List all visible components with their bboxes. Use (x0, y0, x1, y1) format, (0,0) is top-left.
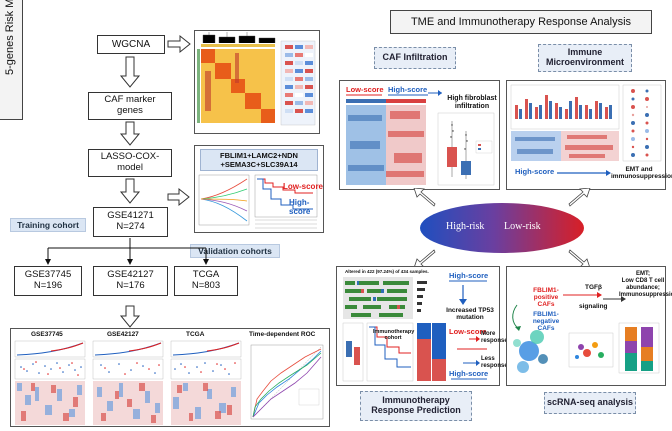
validation-title-gse42127: GSE42127 (107, 331, 139, 338)
immuno-high-score-label-2: High-score (449, 369, 489, 378)
fblim1-positive-label: FBLIM1-positive CAFs (533, 287, 559, 309)
scrna-graphic (512, 292, 660, 374)
immunotherapy-graphic (342, 277, 487, 382)
signaling-label: signaling (579, 303, 608, 310)
tp53-mutation-label: Increased TP53 mutation (446, 307, 494, 322)
gene-signature-box: FBLIM1+LAMC2+NDN +SEMA3C+SLC39A14 (200, 149, 318, 171)
cohort-tcga-box: TCGA N=803 (174, 266, 238, 296)
fblim1-negative-label: FBLIM1-negative CAFs (532, 311, 560, 333)
low-risk-label: Low-risk (504, 221, 541, 232)
risk-ellipse (420, 203, 584, 253)
scrna-analysis-title: scRNA-seq analysis (544, 392, 636, 414)
maf-title: Altered in 422 (97.24%) of 434 samples. (345, 269, 429, 274)
lasso-cox-box: LASSO-COX- model (88, 149, 172, 177)
gse41271-box: GSE41271 N=274 (93, 207, 168, 237)
training-cohort-label: Training cohort (10, 218, 86, 232)
caf-marker-genes-box: CAF marker genes (88, 92, 172, 120)
caf-infiltration-panel: Low-score High-score High fibroblast inf… (339, 80, 500, 190)
wgcna-box: WGCNA (97, 35, 165, 54)
right-arrow-icon (167, 34, 191, 207)
validation-title-tcga: TCGA (186, 331, 205, 338)
wgcna-heatmap-panel (194, 30, 320, 134)
immune-microenvironment-panel: High-score EMT and immunosuppression (506, 80, 672, 190)
validation-title-roc: Time-dependent ROC (249, 331, 316, 338)
down-arrow-icon (119, 56, 141, 328)
scrna-panel: FBLIM1-positive CAFs FBLIM1-negative CAF… (506, 266, 672, 386)
scrna-result-label: EMT; Low CD8 T cell abundance; Immunosup… (619, 271, 672, 298)
branch-lines (45, 238, 209, 265)
left-flow-arrows (45, 34, 209, 328)
validation-plots-graphic (14, 340, 324, 425)
immunotherapy-cohort-label: Immunotherapy cohort (373, 329, 415, 342)
validation-title-gse37745: GSE37745 (31, 331, 63, 338)
immune-graphic (510, 84, 662, 176)
more-response-label: More response (481, 331, 508, 344)
immuno-low-score-label: Low-score (449, 327, 487, 336)
lasso-km-graphic (198, 174, 318, 229)
caf-high-score-label: High-score (388, 85, 428, 94)
cohort-gse37745-box: GSE37745 N=196 (14, 266, 82, 296)
immune-microenvironment-title: Immune Microenvironment (538, 44, 632, 72)
caf-result-label: High fibroblast infiltration (447, 95, 497, 111)
caf-graphic (346, 90, 495, 186)
high-risk-label: High-risk (446, 221, 485, 232)
immuno-high-score-label-1: High-score (449, 271, 489, 280)
immune-result-label: EMT and immunosuppression (611, 166, 672, 181)
km-low-score-label: Low-score (283, 182, 324, 191)
cohort-gse42127-box: GSE42127 N=176 (93, 266, 168, 296)
lasso-model-panel: FBLIM1+LAMC2+NDN +SEMA3C+SLC39A14 Low-sc… (194, 145, 324, 233)
validation-cohorts-label: Validation cohorts (190, 244, 280, 258)
caf-infiltration-title: CAF Infiltration (374, 47, 456, 69)
validation-results-panel: GSE37745 GSE42127 TCGA Time-dependent RO… (10, 328, 330, 427)
caf-low-score-label: Low-score (346, 85, 384, 94)
km-high-score-label: High-score (289, 198, 311, 216)
center-risk-graphic (413, 188, 591, 268)
tgfb-label: TGFβ (585, 284, 602, 291)
immunotherapy-response-title: Immunotherapy Response Prediction (360, 391, 472, 421)
wgcna-heatmap-graphic (197, 32, 316, 126)
immune-high-score-label: High-score (515, 167, 555, 176)
less-response-label: Less response (481, 356, 508, 369)
immunotherapy-panel: Altered in 422 (97.24%) of 434 samples. (336, 266, 508, 386)
right-section-title: TME and Immunotherapy Response Analysis (390, 10, 652, 34)
